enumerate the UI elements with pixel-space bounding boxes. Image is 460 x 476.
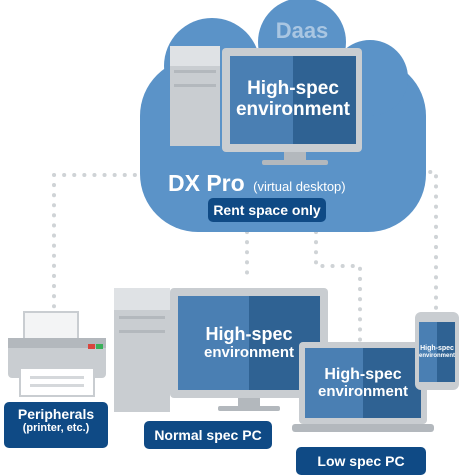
low-pc-screen-line2: environment xyxy=(317,382,408,400)
phone-screen-text: High-spec environment xyxy=(419,322,455,382)
cloud-product-line: DX Pro (virtual desktop) xyxy=(168,170,418,197)
phone-screen-line2: environment xyxy=(419,352,456,359)
rent-space-badge: Rent space only xyxy=(208,198,326,222)
normal-pc-screen-line1: High-spec xyxy=(205,323,293,344)
cloud-monitor xyxy=(222,48,362,165)
printer-device xyxy=(8,311,106,397)
normal-pc-monitor xyxy=(170,288,328,411)
low-pc-label: Low spec PC xyxy=(296,447,426,475)
normal-pc-screen-line2: environment xyxy=(203,343,294,361)
normal-pc-tower xyxy=(114,288,170,412)
normal-pc-label: Normal spec PC xyxy=(144,421,272,449)
product-name: DX Pro xyxy=(168,170,245,196)
low-pc-screen-line1: High-spec xyxy=(324,365,402,383)
cloud-tower xyxy=(170,46,220,146)
peripherals-label: Peripherals (printer, etc.) xyxy=(4,402,108,448)
peripherals-label-line2: (printer, etc.) xyxy=(22,422,90,434)
phone-device xyxy=(415,312,459,390)
cloud-screen-line2: environment xyxy=(235,99,351,120)
phone-screen-line1: High-spec xyxy=(420,344,454,352)
cloud-title: Daas xyxy=(275,18,329,43)
laptop-device xyxy=(292,342,434,432)
cloud-screen-text: High-spec environment xyxy=(230,56,356,144)
cloud-screen-line1: High-spec xyxy=(247,78,339,100)
low-pc-screen-text: High-spec environment xyxy=(305,348,421,418)
product-note: (virtual desktop) xyxy=(253,179,346,194)
peripherals-label-line1: Peripherals xyxy=(17,406,95,422)
connector-peripherals xyxy=(52,173,147,314)
normal-pc-screen-text: High-spec environment xyxy=(178,296,320,390)
